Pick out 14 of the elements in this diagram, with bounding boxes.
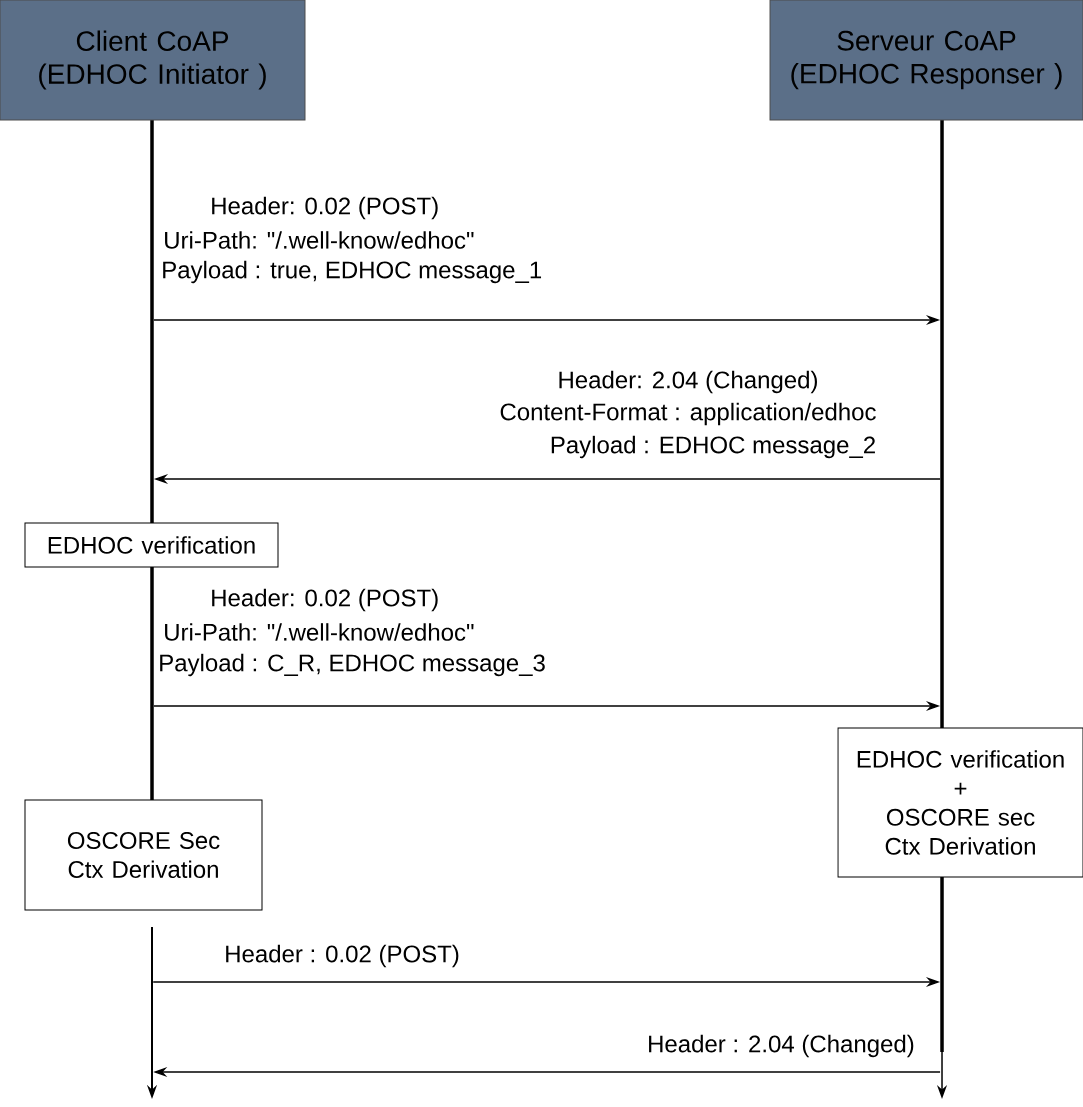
lifeline (150, 567, 154, 800)
message-text: Header: 0.02 (POST) (212, 196, 438, 220)
message-text: Payload : C_R, EDHOC message_3 (160, 653, 545, 677)
edge-label: Header : 2.04 (Changed) (649, 1034, 914, 1058)
header-box: Client CoAP (EDHOC Initiator ) (0, 0, 306, 121)
edge-label: Header : 0.02 (POST) (226, 944, 459, 968)
message-text: Payload : EDHOC message_2 (551, 435, 875, 459)
note-box: EDHOC verification + OSCORE sec Ctx Derivation (837, 727, 1083, 878)
header-box: Serveur CoAP (EDHOC Responser ) (769, 0, 1083, 121)
message-text: Header: 0.02 (POST) (212, 588, 438, 612)
note-box: OSCORE Sec Ctx Derivation (24, 799, 263, 911)
note-box: EDHOC verification (24, 522, 279, 568)
message-text: Payload : true, EDHOC message_1 (163, 260, 542, 284)
message-text: Header: 2.04 (Changed) (559, 370, 817, 394)
